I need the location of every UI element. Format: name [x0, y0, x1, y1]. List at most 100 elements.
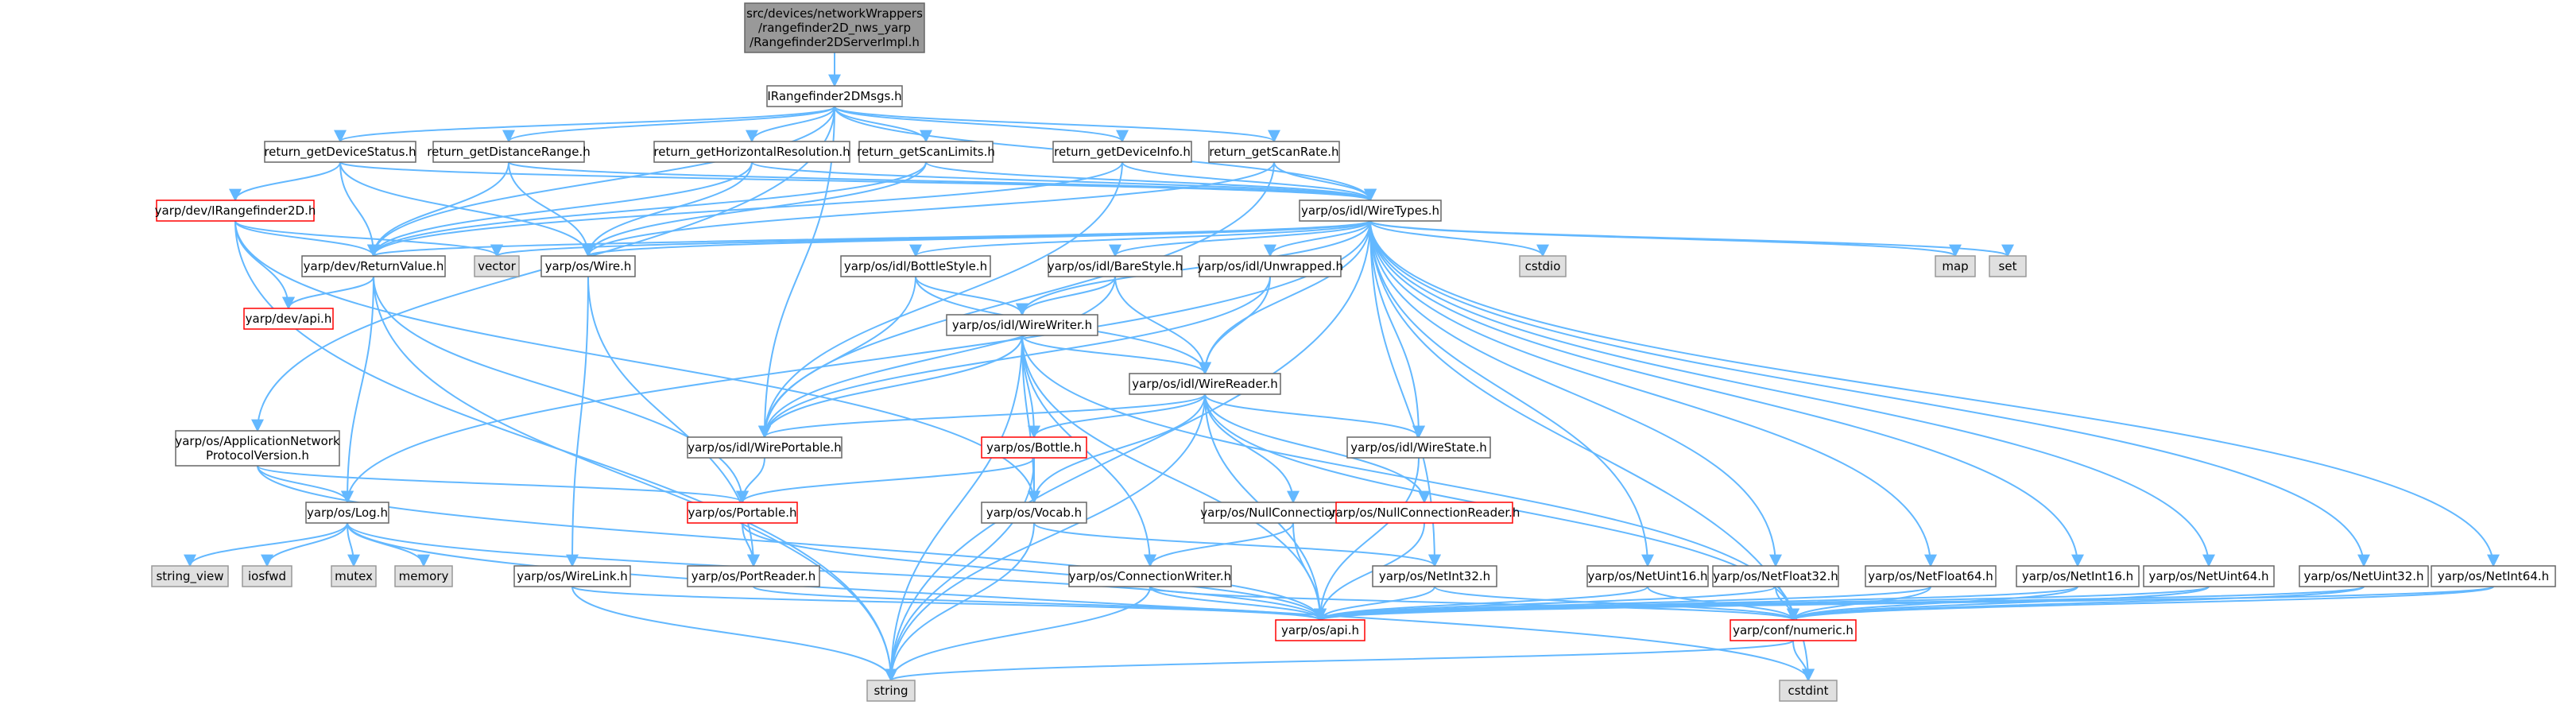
- node-appnet[interactable]: yarp/os/ApplicationNetworkProtocolVersio…: [175, 430, 340, 467]
- node-connwriter[interactable]: yarp/os/ConnectionWriter.h: [1068, 565, 1232, 587]
- edge-netint64-to-numeric: [1787, 586, 2494, 622]
- node-netint16[interactable]: yarp/os/NetInt16.h: [2016, 565, 2140, 587]
- node-wireportable[interactable]: yarp/os/idl/WirePortable.h: [687, 436, 843, 459]
- edge-wiretypes-to-netfloat32: [1369, 220, 1782, 567]
- edge-irmsgs-to-wireportable: [758, 106, 835, 439]
- node-portable[interactable]: yarp/os/Portable.h: [687, 502, 798, 524]
- node-box: [687, 436, 843, 459]
- node-wirestate[interactable]: yarp/os/idl/WireState.h: [1346, 436, 1491, 459]
- node-label: yarp/os/idl/WireReader.h: [1132, 377, 1278, 391]
- node-wirelink[interactable]: yarp/os/WireLink.h: [513, 565, 631, 587]
- edge-wirelink-to-osapi: [571, 586, 1327, 622]
- node-netuint64[interactable]: yarp/os/NetUint64.h: [2143, 565, 2275, 587]
- node-label: yarp/os/NetUint32.h: [2303, 569, 2423, 583]
- node-set: set: [1989, 255, 2027, 277]
- edge-irmsgs-to-devinfo: [834, 106, 1129, 143]
- edge-wiretypes-to-barestyle: [1109, 220, 1371, 258]
- node-label: /Rangefinder2DServerImpl.h: [750, 35, 920, 49]
- edge-scanrate-to-wire: [582, 161, 1275, 258]
- node-netfloat32[interactable]: yarp/os/NetFloat32.h: [1712, 565, 1839, 587]
- edge-netuint16-to-osapi: [1314, 586, 1648, 622]
- node-box: [2299, 565, 2429, 587]
- node-box: [264, 141, 416, 163]
- node-irmsgs[interactable]: IRangefinder2DMsgs.h: [766, 85, 903, 107]
- node-wirereader[interactable]: yarp/os/idl/WireReader.h: [1129, 373, 1281, 395]
- node-box: [1935, 255, 1976, 277]
- node-label: map: [1942, 259, 1968, 273]
- node-wiretypes[interactable]: yarp/os/idl/WireTypes.h: [1299, 199, 1442, 222]
- node-devapi[interactable]: yarp/dev/api.h: [243, 308, 334, 330]
- node-label: yarp/os/Log.h: [307, 506, 388, 520]
- edge-scanrate-to-wiretypes: [1273, 161, 1377, 202]
- node-label: return_getScanLimits.h: [857, 145, 995, 160]
- node-box: [946, 314, 1098, 336]
- edge-wirereader-to-bottle: [1028, 393, 1206, 439]
- node-box: [1712, 565, 1839, 587]
- node-horizres[interactable]: return_getHorizontalResolution.h: [653, 141, 850, 163]
- node-returnvalue[interactable]: yarp/dev/ReturnValue.h: [301, 255, 446, 277]
- node-netuint32[interactable]: yarp/os/NetUint32.h: [2299, 565, 2429, 587]
- edge-wirewriter-to-wirereader: [1021, 335, 1211, 375]
- edge-wiretypes-to-set: [1369, 220, 2014, 258]
- node-log[interactable]: yarp/os/Log.h: [305, 502, 389, 524]
- edge-devinfo-to-returnvalue: [367, 161, 1123, 258]
- edge-wiretypes-to-unwrapped: [1264, 220, 1371, 258]
- node-label: yarp/os/ConnectionWriter.h: [1069, 569, 1231, 583]
- node-unwrapped[interactable]: yarp/os/idl/Unwrapped.h: [1197, 255, 1343, 277]
- node-portreader[interactable]: yarp/os/PortReader.h: [687, 565, 820, 587]
- edge-numeric-to-cstdint: [1792, 640, 1815, 682]
- node-netuint16[interactable]: yarp/os/NetUint16.h: [1586, 565, 1709, 587]
- node-wirewriter[interactable]: yarp/os/idl/WireWriter.h: [946, 314, 1098, 336]
- node-label: return_getDeviceStatus.h: [264, 145, 416, 160]
- node-netint64[interactable]: yarp/os/NetInt64.h: [2431, 565, 2556, 587]
- node-box: [1275, 619, 1365, 641]
- edge-wirereader-to-nullconnwriter: [1204, 393, 1300, 504]
- edge-returnvalue-to-portable: [373, 276, 749, 504]
- node-scanlimits[interactable]: return_getScanLimits.h: [857, 141, 995, 163]
- node-memory: memory: [394, 565, 453, 587]
- node-label: cstdint: [1788, 684, 1828, 698]
- node-numeric[interactable]: yarp/conf/numeric.h: [1730, 619, 1857, 641]
- node-box: [175, 430, 340, 467]
- node-barestyle[interactable]: yarp/os/idl/BareStyle.h: [1048, 255, 1183, 277]
- node-box: [1865, 565, 1997, 587]
- edge-barestyle-to-wirereader: [1114, 276, 1211, 375]
- edge-devstatus-to-returnvalue: [339, 161, 380, 258]
- node-string: string: [866, 680, 916, 702]
- node-label: ProtocolVersion.h: [206, 448, 309, 463]
- node-label: yarp/os/api.h: [1281, 623, 1359, 637]
- edge-scanlimits-to-returnvalue: [367, 161, 927, 258]
- node-label: yarp/os/ApplicationNetwork: [175, 434, 340, 448]
- node-irange[interactable]: yarp/dev/IRangefinder2D.h: [155, 199, 316, 222]
- edge-nullconnwriter-to-connwriter: [1144, 522, 1294, 567]
- node-label: yarp/os/NetUint64.h: [2148, 569, 2268, 583]
- node-label: string_view: [156, 569, 223, 584]
- edge-horizres-to-wire: [582, 161, 753, 258]
- node-label: yarp/os/idl/Unwrapped.h: [1197, 259, 1343, 273]
- node-box: [1989, 255, 2027, 277]
- node-bottlestyle[interactable]: yarp/os/idl/BottleStyle.h: [840, 255, 991, 277]
- node-nullconnreader[interactable]: yarp/os/NullConnectionReader.h: [1329, 502, 1520, 524]
- node-label: yarp/os/NetFloat64.h: [1868, 569, 1993, 583]
- edge-log-to-mutex: [347, 522, 360, 567]
- edge-portable-to-portreader: [742, 522, 760, 567]
- node-label: yarp/conf/numeric.h: [1733, 623, 1854, 637]
- edge-scanlimits-to-wiretypes: [925, 161, 1377, 202]
- node-label: yarp/os/NullConnectionReader.h: [1329, 506, 1520, 520]
- node-netint32[interactable]: yarp/os/NetInt32.h: [1372, 565, 1497, 587]
- node-devinfo[interactable]: return_getDeviceInfo.h: [1052, 141, 1192, 163]
- node-root[interactable]: src/devices/networkWrappers/rangefinder2…: [744, 2, 925, 53]
- edge-wirereader-to-string: [885, 393, 1206, 682]
- edge-irmsgs-to-distrange: [502, 106, 835, 143]
- node-vocab[interactable]: yarp/os/Vocab.h: [981, 502, 1087, 524]
- node-osapi[interactable]: yarp/os/api.h: [1275, 619, 1365, 641]
- node-scanrate[interactable]: return_getScanRate.h: [1208, 141, 1340, 163]
- node-netfloat64[interactable]: yarp/os/NetFloat64.h: [1865, 565, 1997, 587]
- node-devstatus[interactable]: return_getDeviceStatus.h: [264, 141, 416, 163]
- edge-portable-to-osapi: [742, 522, 1327, 622]
- node-label: string: [874, 684, 908, 698]
- node-bottle[interactable]: yarp/os/Bottle.h: [981, 436, 1087, 459]
- node-box: [1199, 255, 1342, 277]
- node-wire[interactable]: yarp/os/Wire.h: [540, 255, 636, 277]
- node-distrange[interactable]: return_getDistanceRange.h: [427, 141, 591, 163]
